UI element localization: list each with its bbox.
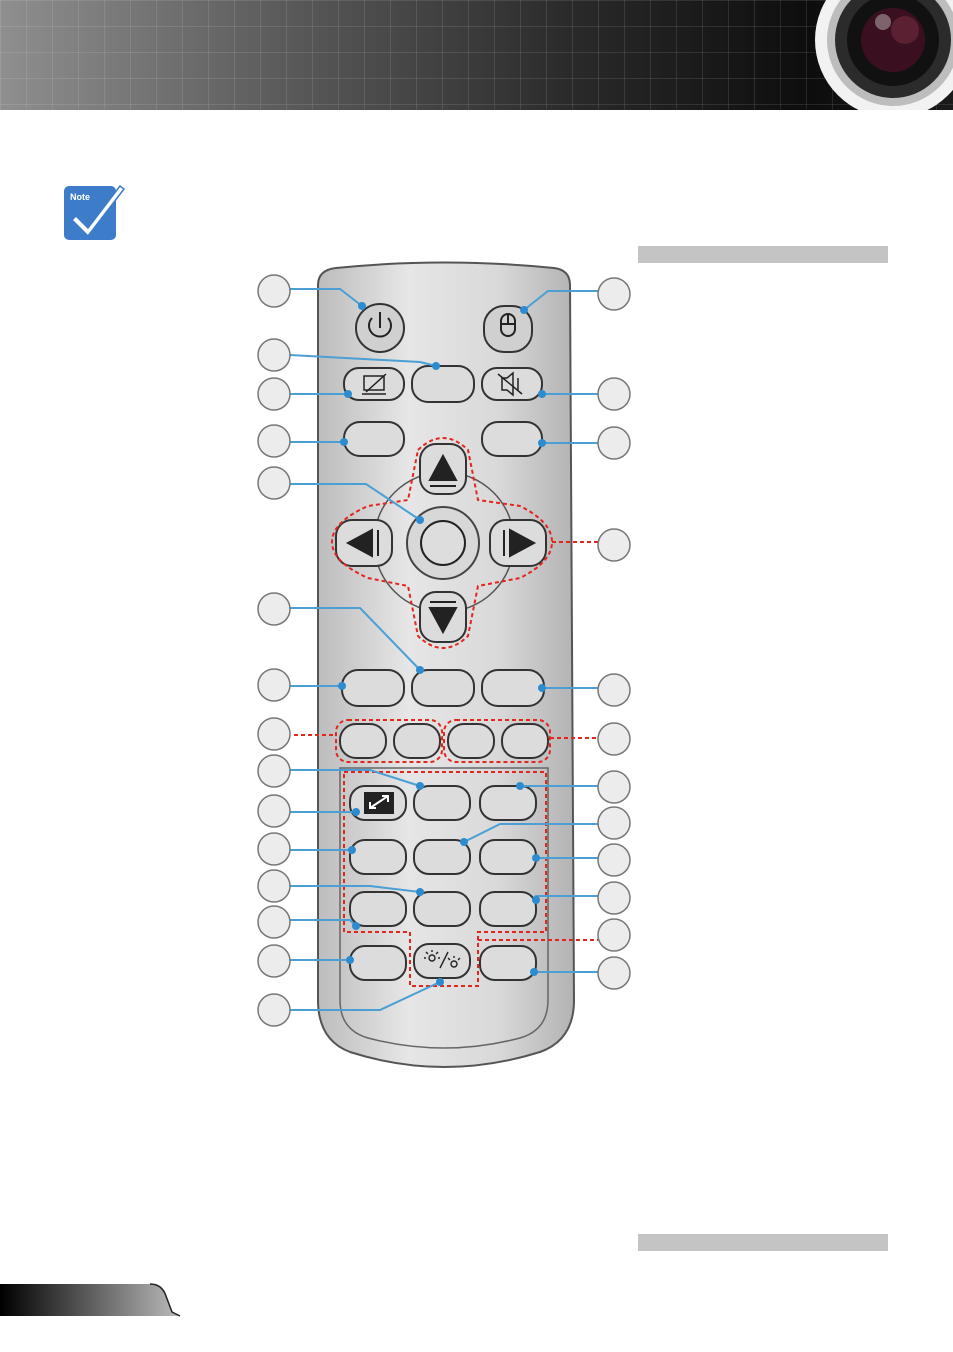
callout-right-3	[597, 426, 631, 460]
callout-left-2	[257, 338, 291, 372]
brightness-icon	[424, 950, 461, 969]
dpad-highlight	[330, 437, 554, 649]
button-e1[interactable]	[349, 891, 407, 927]
button-right-upper[interactable]	[481, 421, 543, 457]
callout-left-4	[257, 424, 291, 458]
callout-left-3	[257, 377, 291, 411]
mute-button[interactable]	[481, 367, 543, 401]
button-c3[interactable]	[479, 785, 537, 821]
brightness-button[interactable]	[413, 943, 471, 979]
down-arrow-icon	[428, 601, 458, 635]
callout-left-7	[257, 668, 291, 702]
callout-left-8	[257, 717, 291, 751]
button-e3[interactable]	[479, 891, 537, 927]
callout-left-12	[257, 869, 291, 903]
callout-right-1	[597, 277, 631, 311]
button-row-a1[interactable]	[341, 669, 405, 707]
row-b-left-highlight	[335, 719, 443, 763]
callout-right-2	[597, 377, 631, 411]
note-label: Note	[70, 192, 90, 202]
callout-right-4	[597, 528, 631, 562]
button-d3[interactable]	[479, 839, 537, 875]
button-row-b3[interactable]	[447, 723, 495, 759]
button-row-a2[interactable]	[411, 669, 475, 707]
left-arrow-icon	[345, 528, 379, 558]
callout-dots	[338, 302, 546, 986]
callout-left-1	[257, 274, 291, 308]
callout-lines	[289, 288, 600, 1011]
enter-button[interactable]	[420, 520, 466, 566]
numeric-block-highlight	[343, 771, 547, 987]
callout-left-15	[257, 993, 291, 1027]
button-icons	[345, 312, 537, 969]
callout-right-12	[597, 956, 631, 990]
callout-left-11	[257, 832, 291, 866]
power-icon	[368, 312, 392, 338]
dashed-highlights	[294, 437, 598, 987]
header-banner	[0, 0, 953, 110]
callout-right-8	[597, 806, 631, 840]
up-arrow-icon	[428, 453, 458, 487]
callout-right-10	[597, 881, 631, 915]
callout-right-7	[597, 770, 631, 804]
remote-buttons	[335, 303, 549, 981]
banner-grid	[0, 0, 953, 110]
row-b-right-highlight	[443, 719, 551, 763]
button-f1[interactable]	[349, 945, 407, 981]
right-arrow-icon	[503, 528, 537, 558]
mute-icon	[497, 371, 523, 397]
callout-right-5	[597, 673, 631, 707]
footer-page-tab	[0, 1283, 181, 1317]
callout-left-5	[257, 466, 291, 500]
resize-icon	[364, 792, 394, 814]
callout-left-6	[257, 592, 291, 626]
button-row-a3[interactable]	[481, 669, 545, 707]
section-bar-bottom	[638, 1234, 888, 1251]
camera-lens-icon	[815, 0, 953, 110]
button-row-b1[interactable]	[339, 723, 387, 759]
freeze-icon	[362, 373, 387, 395]
callout-left-14	[257, 944, 291, 978]
button-f3[interactable]	[479, 945, 537, 981]
callout-left-9	[257, 754, 291, 788]
button-d1[interactable]	[349, 839, 407, 875]
callout-right-6	[597, 722, 631, 756]
button-e2[interactable]	[413, 891, 471, 927]
remote-control-diagram	[257, 261, 631, 1068]
section-bar-top	[638, 246, 888, 263]
callout-right-9	[597, 843, 631, 877]
callout-right-11	[597, 918, 631, 952]
note-checkmark-icon: Note	[64, 184, 126, 240]
callout-left-13	[257, 905, 291, 939]
mouse-icon	[500, 313, 516, 337]
callout-left-10	[257, 794, 291, 828]
button-left-upper[interactable]	[343, 421, 405, 457]
mouse-button[interactable]	[483, 305, 533, 353]
button-d2[interactable]	[413, 839, 471, 875]
button-c2[interactable]	[413, 785, 471, 821]
button-row-b2[interactable]	[393, 723, 441, 759]
button-row-b4[interactable]	[501, 723, 549, 759]
button-2[interactable]	[411, 365, 475, 403]
callout-circles	[257, 274, 631, 1027]
